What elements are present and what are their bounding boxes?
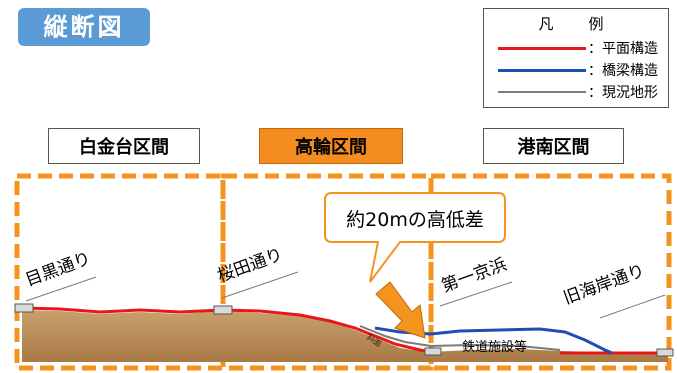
section-tab-takanawa: 高輪区間 bbox=[259, 128, 403, 164]
diagram-title: 縦断図 bbox=[18, 8, 150, 46]
legend: 凡 例 ：平面構造 ：橋梁構造 ：現況地形 bbox=[483, 8, 669, 108]
blue-line-swatch bbox=[498, 68, 586, 72]
arrow-icon bbox=[375, 281, 426, 339]
leader-kyu-kaigan bbox=[599, 294, 666, 319]
legend-label-bridge: ：橋梁構造 bbox=[588, 63, 658, 79]
marker-kyu-kaigan bbox=[656, 348, 674, 357]
landmark-kyu-kaigan: 旧海岸通り bbox=[561, 261, 648, 309]
leader-meguro bbox=[25, 276, 97, 302]
legend-item-flat: ：平面構造 bbox=[498, 37, 658, 59]
facility-label: 鉄道施設等 bbox=[462, 339, 527, 355]
landmark-daiichi-keihin: 第一京浜 bbox=[439, 255, 510, 297]
red-line-swatch bbox=[498, 46, 586, 50]
flat-structure-line-west bbox=[21, 306, 432, 354]
section-tab-shirokanedai: 白金台区間 bbox=[48, 128, 200, 164]
leader-sakurada bbox=[221, 271, 299, 299]
gray-line-swatch bbox=[498, 91, 586, 93]
legend-label-terrain: ：現況地形 bbox=[588, 85, 658, 101]
legend-item-terrain: ：現況地形 bbox=[498, 81, 658, 103]
landmark-meguro: 目黒通り bbox=[23, 249, 94, 291]
section-frame-konan bbox=[428, 173, 672, 371]
legend-label-flat: ：平面構造 bbox=[588, 41, 658, 57]
terrain-fill bbox=[22, 310, 668, 362]
legend-item-bridge: ：橋梁構造 bbox=[498, 59, 658, 81]
leader-daiichi-keihin bbox=[439, 281, 513, 307]
terrain-line bbox=[359, 325, 561, 351]
legend-heading: 凡 例 bbox=[538, 15, 614, 33]
marker-sakurada bbox=[213, 305, 233, 315]
height-difference-callout: 約20mの高低差 bbox=[346, 209, 484, 231]
marker-meguro bbox=[14, 303, 34, 313]
marker-daiichi-keihin bbox=[424, 347, 442, 356]
callout-bubble bbox=[324, 192, 506, 283]
section-tab-konan: 港南区間 bbox=[483, 128, 624, 164]
